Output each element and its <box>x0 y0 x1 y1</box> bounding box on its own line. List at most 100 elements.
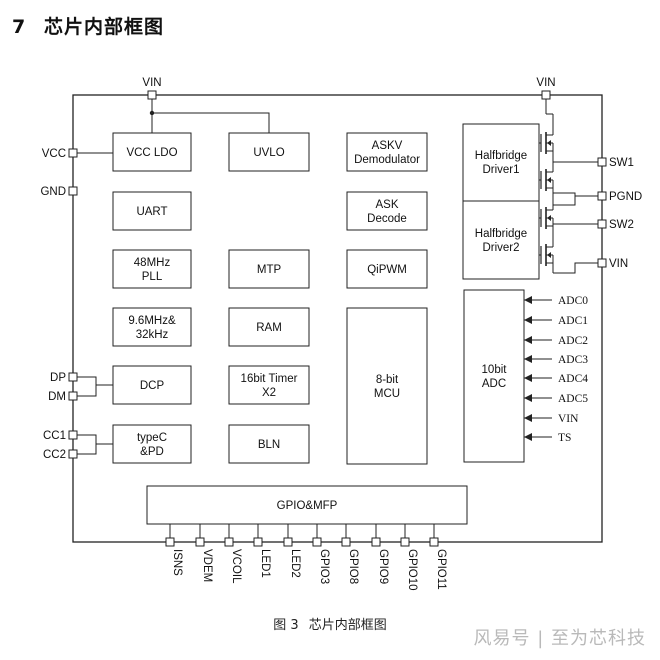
adc-input-arrow-5 <box>524 394 532 402</box>
block-uvlo-label: UVLO <box>253 147 284 159</box>
pin-label-cc2: CC2 <box>43 449 66 461</box>
chip-outline <box>72 94 603 543</box>
pin-label-led2: LED2 <box>289 549 301 578</box>
block-pll-label: 48MHz <box>134 257 171 269</box>
pin-right-pgnd <box>597 191 607 201</box>
block-mcu-label: MCU <box>374 388 400 400</box>
block-hb2-label: Driver2 <box>482 242 519 254</box>
pin-gpio8 <box>341 537 351 547</box>
block-qipwm-label: QiPWM <box>367 264 407 276</box>
adc-input-label: ADC3 <box>558 354 588 366</box>
wire-cc2 <box>77 444 97 455</box>
pin-label-gpio3: GPIO3 <box>318 549 330 584</box>
block-askv-label: ASKV <box>372 140 403 152</box>
block-mcu <box>346 307 428 465</box>
block-adc-label: ADC <box>482 378 506 390</box>
adc-input-label: ADC1 <box>558 315 588 327</box>
pin-label-right-sw2: SW2 <box>609 219 634 231</box>
block-timer-label: X2 <box>262 387 276 399</box>
block-adc-label: 10bit <box>482 364 508 376</box>
pin-gpio9 <box>371 537 381 547</box>
adc-input-label: ADC5 <box>558 393 588 405</box>
mosfet-1-arrow <box>547 140 551 146</box>
adc-input-arrow-3 <box>524 355 532 363</box>
watermark: 风易号 | 至为芯科技 <box>473 628 646 649</box>
pins-layer <box>68 90 607 547</box>
wires-layer <box>77 99 598 538</box>
wire-pgnd-2 <box>553 196 576 206</box>
adc-input-arrow-1 <box>524 316 532 324</box>
pin-isns <box>165 537 175 547</box>
pin-label-dm: DM <box>48 391 66 403</box>
block-askv <box>346 132 428 172</box>
wire-dp <box>77 376 113 386</box>
pin-label-vcoil: VCOIL <box>230 549 242 584</box>
pin-right-sw2 <box>597 219 607 229</box>
block-pll-label: PLL <box>142 271 163 283</box>
block-ask-decode-label: Decode <box>367 213 407 225</box>
block-hb1-label: Driver1 <box>482 164 519 176</box>
wire-dm <box>77 385 97 397</box>
pin-gpio11 <box>429 537 439 547</box>
pin-vin-top-right <box>541 90 551 100</box>
mosfet-3-arrow <box>547 215 551 221</box>
block-osc-label: 9.6MHz& <box>128 315 176 327</box>
block-typec-label: &PD <box>140 446 164 458</box>
adc-input-arrow-4 <box>524 374 532 382</box>
block-mtp <box>228 249 310 289</box>
block-bln <box>228 424 310 464</box>
adc-input-label: TS <box>558 432 571 444</box>
pin-label-gpio10: GPIO10 <box>406 549 418 591</box>
block-timer-label: 16bit Timer <box>241 373 298 385</box>
wire-pgnd-1 <box>553 192 598 197</box>
pin-label-vin-top-right: VIN <box>536 77 555 89</box>
adc-input-label: ADC0 <box>558 295 588 307</box>
pin-vin-top-left <box>147 90 157 100</box>
adc-input-label: VIN <box>558 413 579 425</box>
block-timer <box>228 365 310 405</box>
pin-dp <box>68 372 78 382</box>
block-ask-decode-label: ASK <box>375 199 398 211</box>
pin-label-gnd: GND <box>40 186 66 198</box>
adc-input-arrow-0 <box>524 296 532 304</box>
blocks-layer <box>72 94 603 543</box>
adc-input-label: ADC2 <box>558 335 588 347</box>
block-bln-label: BLN <box>258 439 280 451</box>
block-vcc-ldo-label: VCC LDO <box>126 147 177 159</box>
pin-label-gpio11: GPIO11 <box>435 549 447 590</box>
block-pll <box>112 249 192 289</box>
block-ram <box>228 307 310 347</box>
pin-vcoil <box>224 537 234 547</box>
block-dcp-label: DCP <box>140 380 165 392</box>
pin-label-gpio9: GPIO9 <box>377 549 389 584</box>
block-mtp-label: MTP <box>257 264 282 276</box>
block-vcc-ldo <box>112 132 192 172</box>
mosfet-2-arrow <box>547 177 551 183</box>
adc-input-label: ADC4 <box>558 373 588 385</box>
mosfet-4-arrow <box>547 252 551 258</box>
block-qipwm <box>346 249 428 289</box>
pin-label-vin-top-left: VIN <box>142 77 161 89</box>
wire-cc1 <box>77 434 113 445</box>
pin-led1 <box>253 537 263 547</box>
block-hb1-label: Halfbridge <box>475 150 527 162</box>
pin-dm <box>68 391 78 401</box>
pin-led2 <box>283 537 293 547</box>
pin-label-cc1: CC1 <box>43 430 66 442</box>
adc-input-arrow-6 <box>524 414 532 422</box>
wire-vin-right-out <box>553 262 598 274</box>
pin-label-vcc: VCC <box>42 148 66 160</box>
pin-label-right-pgnd: PGND <box>609 191 642 203</box>
pin-cc2 <box>68 449 78 459</box>
block-gpio-label: GPIO&MFP <box>277 500 338 512</box>
pin-gpio3 <box>312 537 322 547</box>
pin-vcc <box>68 148 78 158</box>
adc-input-arrow-7 <box>524 433 532 441</box>
pin-vdem <box>195 537 205 547</box>
pin-right-sw1 <box>597 157 607 167</box>
pin-gnd <box>68 186 78 196</box>
